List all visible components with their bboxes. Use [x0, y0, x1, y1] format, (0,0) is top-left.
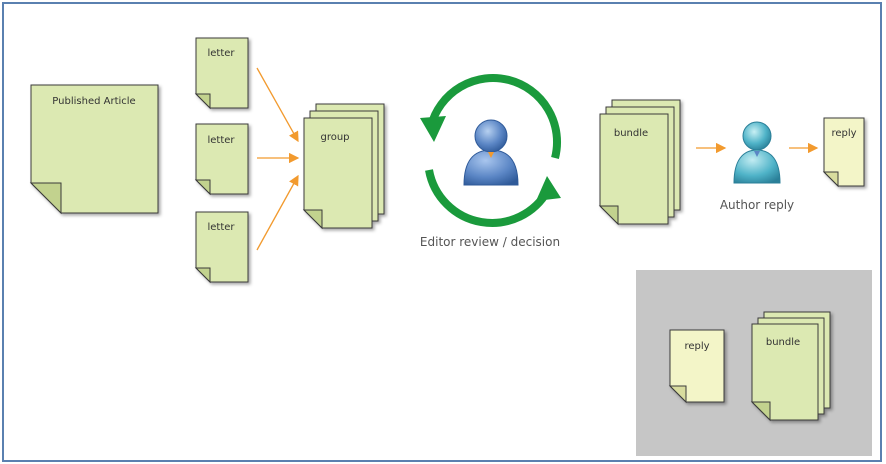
published-article-note	[29, 84, 159, 215]
letter-label-2: letter	[207, 135, 235, 146]
author-person-icon	[733, 121, 781, 184]
reply-note	[822, 117, 865, 188]
published-article-label: Published Article	[52, 96, 135, 107]
legend-bundle-stack	[750, 311, 831, 422]
legend-bundle-label: bundle	[766, 337, 800, 348]
arrow-letter1-to-group	[256, 67, 299, 143]
review-cycle-icon	[420, 73, 561, 227]
legend-reply-label: reply	[684, 341, 709, 352]
legend-reply-note	[668, 329, 725, 404]
bundle-label: bundle	[614, 128, 648, 139]
letter-note-3	[194, 211, 249, 284]
reply-label: reply	[831, 128, 856, 139]
group-stack	[302, 103, 385, 230]
editor-person-icon	[463, 119, 519, 186]
letter-note-1	[194, 37, 249, 110]
bundle-stack	[598, 99, 681, 226]
letter-label-3: letter	[207, 222, 235, 233]
author-caption: Author reply	[720, 198, 794, 212]
arrow-letter3-to-group	[256, 174, 299, 251]
editor-caption: Editor review / decision	[420, 235, 560, 249]
group-label: group	[320, 132, 349, 143]
letter-note-2	[194, 123, 249, 196]
letter-label-1: letter	[207, 48, 235, 59]
